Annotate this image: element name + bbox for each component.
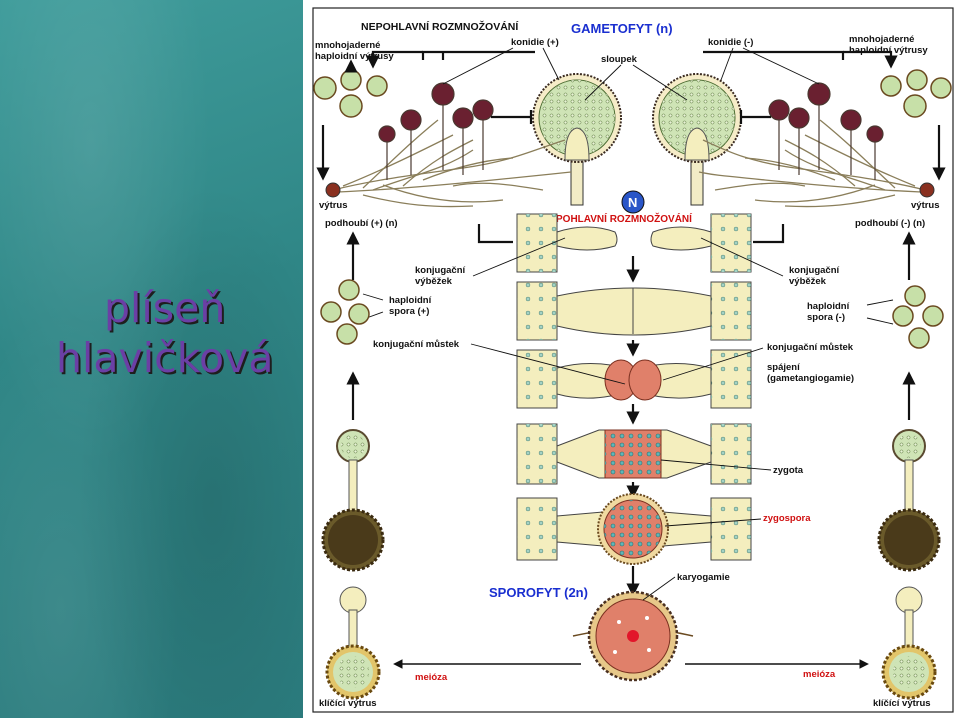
stage-zygospore: [516, 493, 752, 565]
top-leader-lines: [442, 47, 820, 101]
mycelium-minus: [698, 119, 926, 208]
sporophyte-heading: SPOROFYT (2n): [489, 585, 588, 600]
sexual-heading: POHLAVNÍ ROZMNOŽOVÁNÍ: [556, 212, 692, 225]
multinucleate-spores-right: [880, 69, 952, 118]
slide-title-line-2: hlavičková: [56, 334, 274, 382]
sporangium-minus: [652, 73, 742, 206]
germinating-sporangium-left: [321, 429, 385, 700]
sporophyte-zygospore: [572, 590, 694, 682]
haploid-badge-label: N: [628, 195, 637, 210]
label-multinucleate-left-1: mnohojaderné: [315, 40, 380, 51]
label-hap-minus-2: spora (-): [807, 312, 845, 323]
label-mycelium-plus: podhoubí (+) (n): [325, 218, 398, 229]
label-spore-right: výtrus: [911, 200, 940, 211]
stage-conjugation-processes: [516, 213, 752, 273]
slide-title: plíseň hlavičková: [56, 283, 296, 383]
haploid-badge: N: [621, 190, 645, 214]
multinucleate-spores-left: [313, 69, 388, 118]
label-meiosis-right: meióza: [803, 669, 836, 680]
label-fusion-2: (gametangiogamie): [767, 373, 854, 384]
label-mycelium-minus: podhoubí (-) (n): [855, 218, 925, 229]
label-spore-left: výtrus: [319, 200, 348, 211]
life-cycle-diagram: NEPOHLAVNÍ ROZMNOŽOVÁNÍ GAMETOFYT (n) N …: [312, 7, 954, 713]
label-conj-right-2: výběžek: [789, 276, 827, 287]
haploid-spores-plus: [320, 279, 370, 345]
label-conidia-plus: konidie (+): [511, 37, 559, 48]
label-conidia-minus: konidie (-): [708, 37, 753, 48]
label-bridge-right: konjugační můstek: [767, 342, 854, 353]
asexual-heading: NEPOHLAVNÍ ROZMNOŽOVÁNÍ: [361, 20, 519, 33]
conidia-minus-group: [768, 82, 884, 180]
label-multinucleate-left-2: haploidní výtrusy: [315, 51, 394, 62]
stage-zygote: [516, 423, 752, 485]
label-germ-left: klíčící výtrus: [319, 698, 377, 709]
top-arrows: [316, 50, 946, 181]
center-leader-lines: [360, 237, 894, 601]
sporangium-plus: [532, 73, 622, 206]
spore-right: [919, 182, 935, 198]
label-fusion-1: spájení: [767, 362, 800, 373]
label-hap-minus-1: haploidní: [807, 301, 850, 312]
label-hap-plus-2: spora (+): [389, 306, 429, 317]
spore-left: [325, 182, 341, 198]
label-conj-left-2: výběžek: [415, 276, 453, 287]
label-conj-left-1: konjugační: [415, 265, 466, 276]
label-germ-right: klíčící výtrus: [873, 698, 931, 709]
mycelium-plus: [332, 119, 572, 208]
label-conj-right-1: konjugační: [789, 265, 840, 276]
stage-conjugation-bridge: [516, 281, 752, 341]
label-zygote: zygota: [773, 465, 804, 476]
side-arrows: [346, 224, 916, 420]
label-zygospore: zygospora: [763, 513, 811, 524]
label-meiosis-left: meióza: [415, 672, 448, 683]
label-multinucleate-right-2: haploidní výtrusy: [849, 45, 928, 56]
label-karyogamy: karyogamie: [677, 572, 730, 583]
conidia-plus-group: [378, 82, 494, 180]
title-panel: plíseň hlavičková: [0, 0, 303, 718]
stage-fusion: [516, 349, 752, 409]
label-multinucleate-right-1: mnohojaderné: [849, 34, 914, 45]
haploid-spores-minus: [892, 285, 944, 349]
slide-title-line-1: plíseň: [104, 284, 226, 332]
label-column: sloupek: [601, 54, 638, 65]
germinating-sporangium-right: [877, 429, 941, 700]
gametophyte-heading: GAMETOFYT (n): [571, 21, 673, 36]
label-hap-plus-1: haploidní: [389, 295, 432, 306]
label-bridge-left: konjugační můstek: [373, 339, 460, 350]
